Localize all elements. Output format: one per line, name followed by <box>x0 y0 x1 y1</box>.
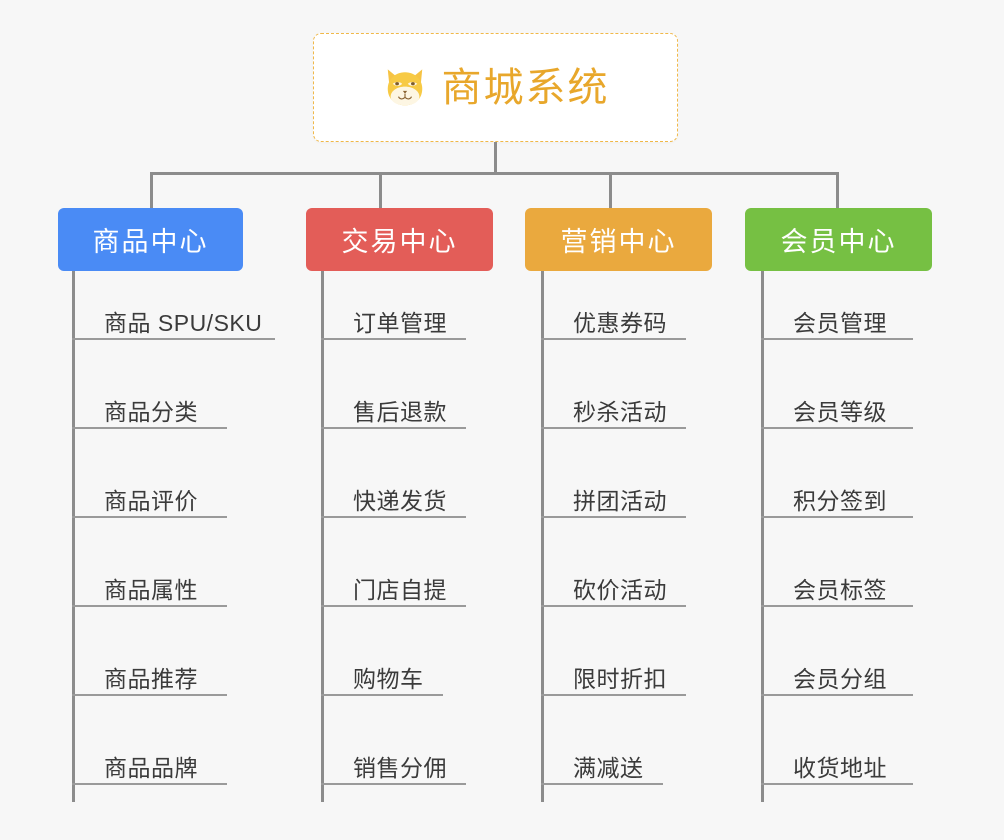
leaf-label: 限时折扣 <box>573 665 667 692</box>
shiba-dog-icon <box>387 68 422 105</box>
leaf-item[interactable]: 拼团活动 <box>541 484 686 518</box>
leaf-item[interactable]: 会员分组 <box>761 662 913 696</box>
category-box-3[interactable]: 营销中心 <box>525 208 712 271</box>
leaf-label: 商品品牌 <box>104 754 198 781</box>
leaf-label: 门店自提 <box>353 576 447 603</box>
leaf-label: 购物车 <box>353 665 424 692</box>
leaf-item[interactable]: 商品品牌 <box>72 751 227 785</box>
leaf-label: 收货地址 <box>793 754 887 781</box>
column-spine-4 <box>761 271 764 802</box>
root-node[interactable]: 商城系统 <box>313 33 678 142</box>
leaf-item[interactable]: 砍价活动 <box>541 573 686 607</box>
category-label-2: 交易中心 <box>341 227 458 257</box>
leaf-label: 快递发货 <box>353 487 447 514</box>
leaf-label: 订单管理 <box>353 309 447 336</box>
column-spine-1 <box>72 271 75 802</box>
column-spine-3 <box>541 271 544 802</box>
leaf-item[interactable]: 限时折扣 <box>541 662 686 696</box>
leaf-label: 销售分佣 <box>353 754 447 781</box>
leaf-label: 商品属性 <box>104 576 198 603</box>
leaf-label: 积分签到 <box>793 487 887 514</box>
leaf-item[interactable]: 秒杀活动 <box>541 395 686 429</box>
category-box-4[interactable]: 会员中心 <box>745 208 932 271</box>
leaf-item[interactable]: 销售分佣 <box>321 751 466 785</box>
leaf-item[interactable]: 商品 SPU/SKU <box>72 306 275 340</box>
leaf-label: 拼团活动 <box>573 487 667 514</box>
connector-drop-2 <box>379 172 382 209</box>
leaf-label: 会员标签 <box>793 576 887 603</box>
leaf-item[interactable]: 商品推荐 <box>72 662 227 696</box>
leaf-label: 商品分类 <box>104 398 198 425</box>
leaf-item[interactable]: 满减送 <box>541 751 663 785</box>
leaf-item[interactable]: 购物车 <box>321 662 443 696</box>
leaf-item[interactable]: 商品评价 <box>72 484 227 518</box>
leaf-item[interactable]: 售后退款 <box>321 395 466 429</box>
category-box-2[interactable]: 交易中心 <box>306 208 493 271</box>
leaf-label: 优惠券码 <box>573 309 667 336</box>
leaf-label: 商品 SPU/SKU <box>104 309 263 336</box>
category-box-1[interactable]: 商品中心 <box>58 208 243 271</box>
leaf-item[interactable]: 商品属性 <box>72 573 227 607</box>
leaf-label: 商品评价 <box>104 487 198 514</box>
leaf-label: 秒杀活动 <box>573 398 667 425</box>
connector-root-stem <box>494 142 497 175</box>
leaf-item[interactable]: 快递发货 <box>321 484 466 518</box>
leaf-label: 会员等级 <box>793 398 887 425</box>
leaf-item[interactable]: 会员等级 <box>761 395 913 429</box>
category-label-3: 营销中心 <box>560 227 677 257</box>
leaf-label: 商品推荐 <box>104 665 198 692</box>
leaf-item[interactable]: 收货地址 <box>761 751 913 785</box>
column-spine-2 <box>321 271 324 802</box>
leaf-item[interactable]: 优惠券码 <box>541 306 686 340</box>
leaf-item[interactable]: 商品分类 <box>72 395 227 429</box>
leaf-label: 售后退款 <box>353 398 447 425</box>
category-label-4: 会员中心 <box>780 227 897 257</box>
category-label-1: 商品中心 <box>92 227 209 257</box>
leaf-label: 会员分组 <box>793 665 887 692</box>
connector-drop-1 <box>150 172 153 209</box>
leaf-label: 会员管理 <box>793 309 887 336</box>
leaf-item[interactable]: 积分签到 <box>761 484 913 518</box>
root-title: 商城系统 <box>441 65 610 110</box>
leaf-item[interactable]: 门店自提 <box>321 573 466 607</box>
leaf-label: 砍价活动 <box>573 576 667 603</box>
leaf-item[interactable]: 会员管理 <box>761 306 913 340</box>
leaf-item[interactable]: 会员标签 <box>761 573 913 607</box>
connector-drop-4 <box>836 172 839 209</box>
leaf-label: 满减送 <box>573 754 644 781</box>
leaf-item[interactable]: 订单管理 <box>321 306 466 340</box>
connector-bus <box>150 172 838 175</box>
connector-drop-3 <box>609 172 612 209</box>
